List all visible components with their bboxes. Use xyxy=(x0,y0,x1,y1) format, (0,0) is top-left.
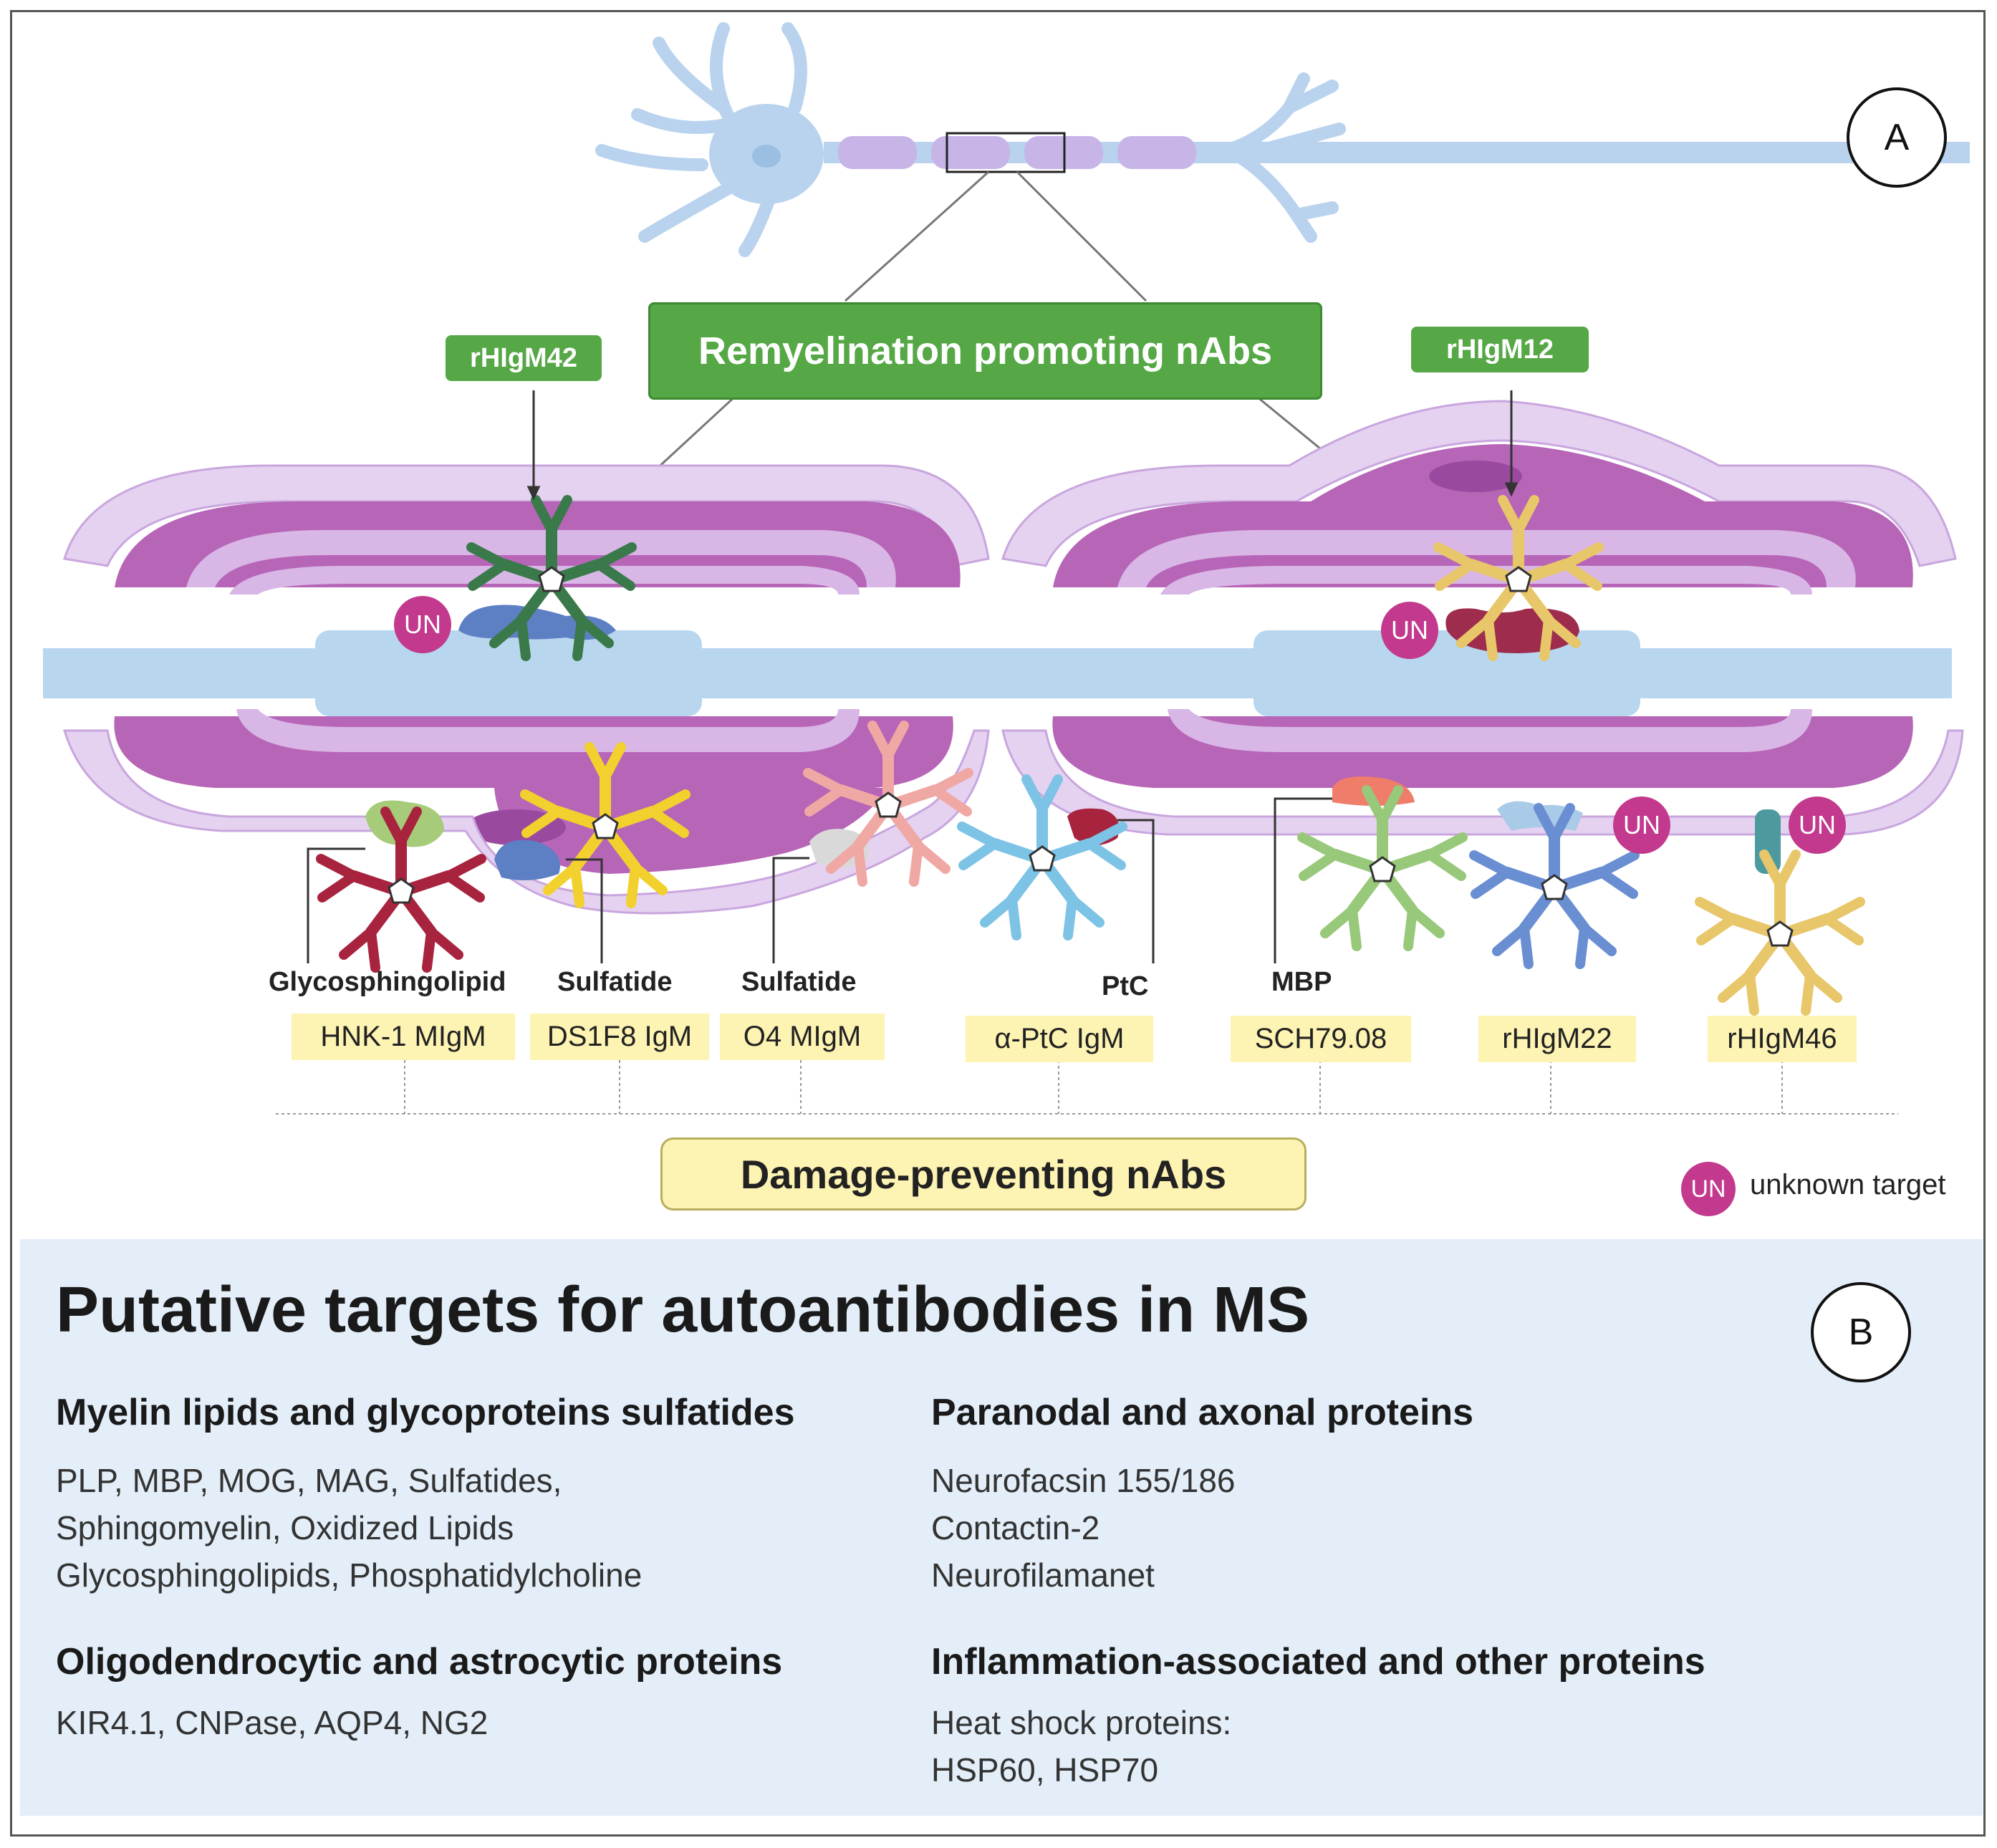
un-badge-2: UN xyxy=(1381,602,1438,659)
section-heading-3: Oligodendrocytic and astrocytic proteins xyxy=(56,1641,783,1683)
un-badge-3: UN xyxy=(1613,797,1670,854)
panel-b: Putative targets for autoantibodies in M… xyxy=(20,1239,1983,1816)
section-1-line-3: Glycosphingolipids, Phosphatidylcholine xyxy=(56,1556,643,1594)
figure-frame xyxy=(10,10,1986,1837)
section-2-line-1: Neurofacsin 155/186 xyxy=(931,1462,1236,1499)
section-heading-2: Paranodal and axonal proteins xyxy=(931,1392,1474,1433)
panel-a-letter: A xyxy=(1847,87,1947,188)
section-3-line-1: KIR4.1, CNPase, AQP4, NG2 xyxy=(56,1704,489,1741)
section-2-line-3: Neurofilamanet xyxy=(931,1556,1155,1594)
neuron xyxy=(595,22,1970,257)
antibody-tag-3: O4 MIgM xyxy=(720,1014,885,1060)
target-label-3: Sulfatide xyxy=(741,967,857,997)
myelin-sheaths xyxy=(43,400,1964,915)
section-4-line-1: Heat shock proteins: xyxy=(931,1704,1232,1741)
un-badge-4: UN xyxy=(1789,797,1846,854)
legend-un-icon: UN xyxy=(1681,1162,1736,1216)
target-label-5: MBP xyxy=(1271,967,1332,997)
section-1-line-2: Sphingomyelin, Oxidized Lipids xyxy=(56,1509,514,1546)
target-label-2: Sulfatide xyxy=(557,967,673,997)
damage-title: Damage-preventing nAbs xyxy=(660,1137,1307,1211)
section-4-line-2: HSP60, HSP70 xyxy=(931,1751,1159,1789)
antibody-tag-5: SCH79.08 xyxy=(1231,1016,1411,1062)
target-label-1: Glycosphingolipid xyxy=(269,967,506,997)
panel-b-title: Putative targets for autoantibodies in M… xyxy=(56,1274,1310,1346)
panel-a-diagram xyxy=(43,22,1970,1115)
antibody-tag-6: rHIgM22 xyxy=(1478,1016,1636,1062)
antibody-tag-7: rHIgM46 xyxy=(1708,1016,1857,1062)
section-2-line-2: Contactin-2 xyxy=(931,1509,1100,1546)
un-badge-1: UN xyxy=(394,596,451,653)
legend-text: unknown target xyxy=(1750,1169,1946,1200)
section-heading-1: Myelin lipids and glycoproteins sulfatid… xyxy=(56,1392,795,1433)
panel-b-letter: B xyxy=(1811,1282,1911,1382)
target-label-4: PtC xyxy=(1102,971,1149,1001)
section-heading-4: Inflammation-associated and other protei… xyxy=(931,1641,1705,1683)
tag-rhigm42: rHIgM42 xyxy=(446,335,602,381)
section-1-line-1: PLP, MBP, MOG, MAG, Sulfatides, xyxy=(56,1462,562,1499)
antibody-tag-4: α-PtC IgM xyxy=(966,1016,1153,1062)
tag-rhigm12: rHIgM12 xyxy=(1411,327,1589,372)
antibody-tag-1: HNK-1 MIgM xyxy=(292,1014,515,1060)
remyelination-title: Remyelination promoting nAbs xyxy=(648,302,1322,400)
antibody-tag-2: DS1F8 IgM xyxy=(530,1014,709,1060)
